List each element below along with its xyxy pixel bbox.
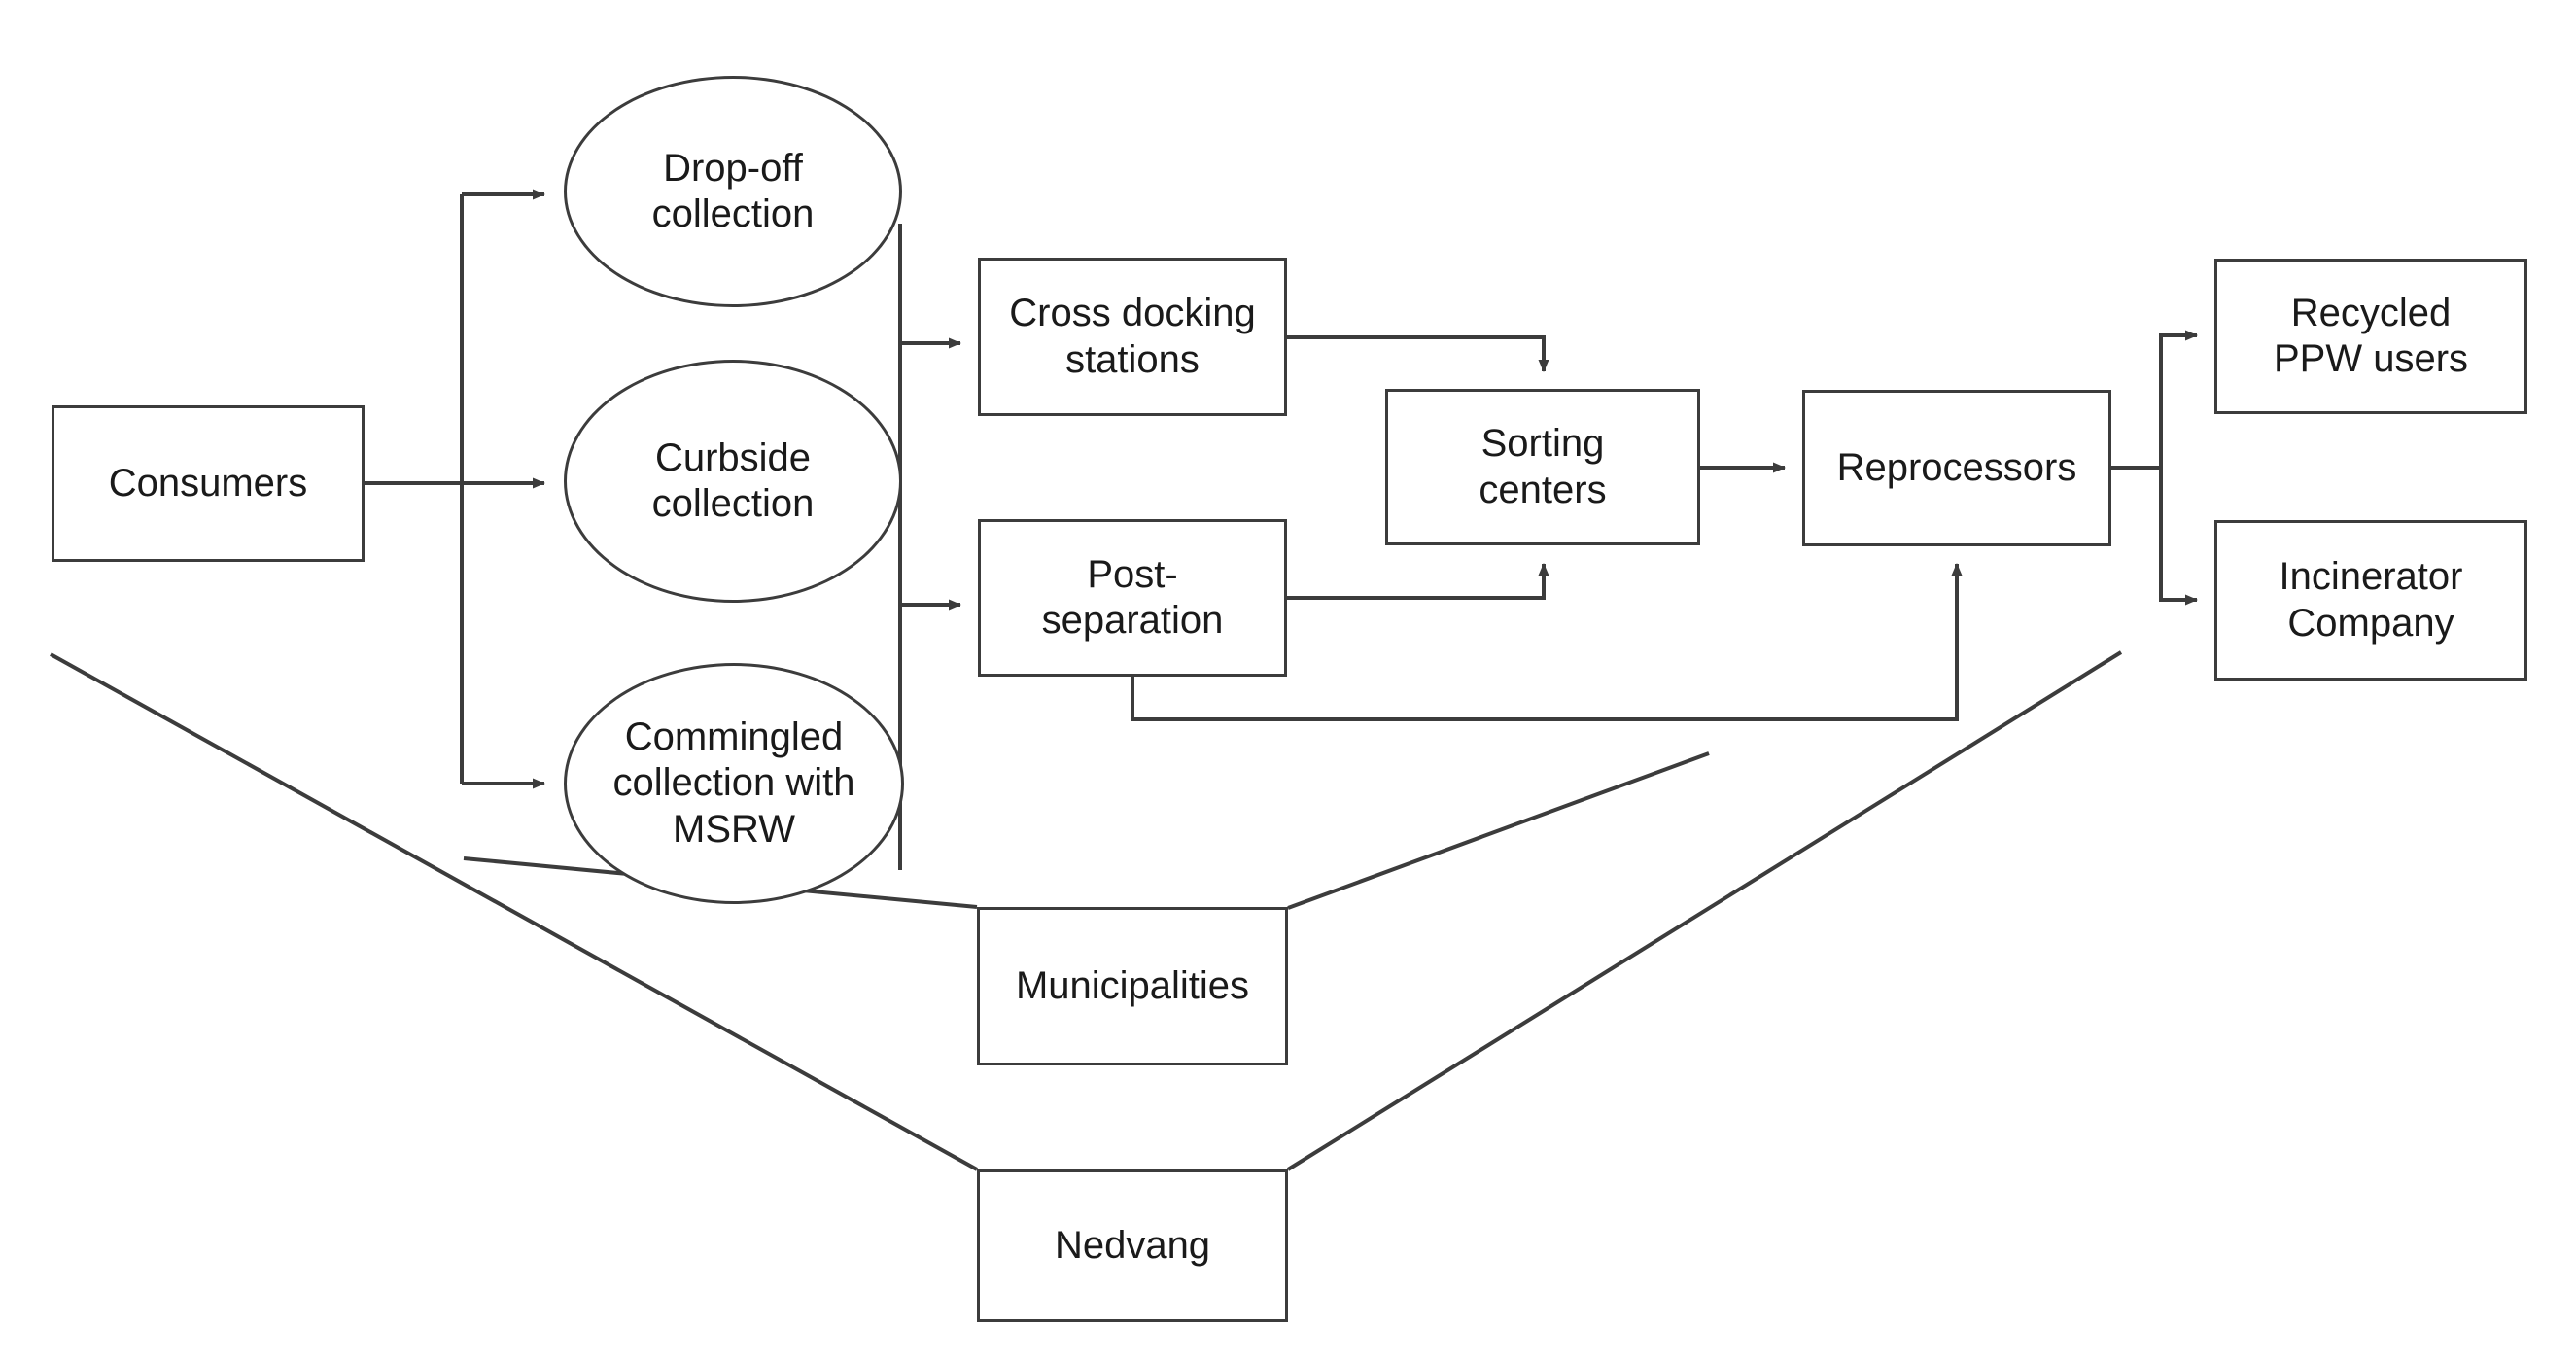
edge-municipalities-right-scope bbox=[1287, 751, 1710, 910]
node-consumers[interactable]: Consumers bbox=[52, 405, 365, 562]
node-drop-off-collection[interactable]: Drop-off collection bbox=[564, 76, 902, 307]
node-curbside-collection[interactable]: Curbside collection bbox=[564, 360, 902, 603]
node-label: Sorting centers bbox=[1479, 422, 1607, 511]
node-label: Reprocessors bbox=[1836, 445, 2077, 489]
node-label: Commingled collection with MSRW bbox=[612, 715, 855, 851]
node-label: Nedvang bbox=[1054, 1223, 1211, 1267]
edge-postseparation-sorting bbox=[1287, 563, 1549, 600]
node-reprocessors[interactable]: Reprocessors bbox=[1802, 390, 2111, 546]
node-municipalities[interactable]: Municipalities bbox=[977, 907, 1288, 1065]
node-label: Recycled PPW users bbox=[2273, 291, 2469, 380]
node-label: Incinerator Company bbox=[2279, 555, 2463, 645]
edge-reprocessors-incinerator bbox=[2159, 468, 2198, 606]
node-label: Post- separation bbox=[1041, 552, 1224, 642]
node-post-separation[interactable]: Post- separation bbox=[978, 519, 1287, 677]
node-nedvang[interactable]: Nedvang bbox=[977, 1169, 1288, 1322]
node-recycled-ppw-users[interactable]: Recycled PPW users bbox=[2214, 259, 2527, 414]
node-cross-docking-stations[interactable]: Cross docking stations bbox=[978, 258, 1287, 416]
node-sorting-centers[interactable]: Sorting centers bbox=[1385, 389, 1700, 545]
edge-nedvang-left-scope bbox=[50, 652, 978, 1171]
node-label: Municipalities bbox=[1015, 963, 1250, 1007]
node-label: Consumers bbox=[108, 461, 308, 505]
node-label: Cross docking stations bbox=[1009, 292, 1256, 381]
node-label: Drop-off collection bbox=[651, 146, 815, 235]
node-label: Curbside collection bbox=[651, 436, 815, 525]
edge-nedvang-right-scope bbox=[1286, 650, 2123, 1171]
edge-crossdocking-sorting bbox=[1287, 335, 1549, 372]
node-incinerator-company[interactable]: Incinerator Company bbox=[2214, 520, 2527, 680]
node-commingled-collection-with-msrw[interactable]: Commingled collection with MSRW bbox=[564, 663, 904, 904]
edge-postseparation-reprocessors bbox=[1131, 563, 1963, 721]
edge-reprocessors-recycledppw bbox=[2159, 330, 2198, 468]
